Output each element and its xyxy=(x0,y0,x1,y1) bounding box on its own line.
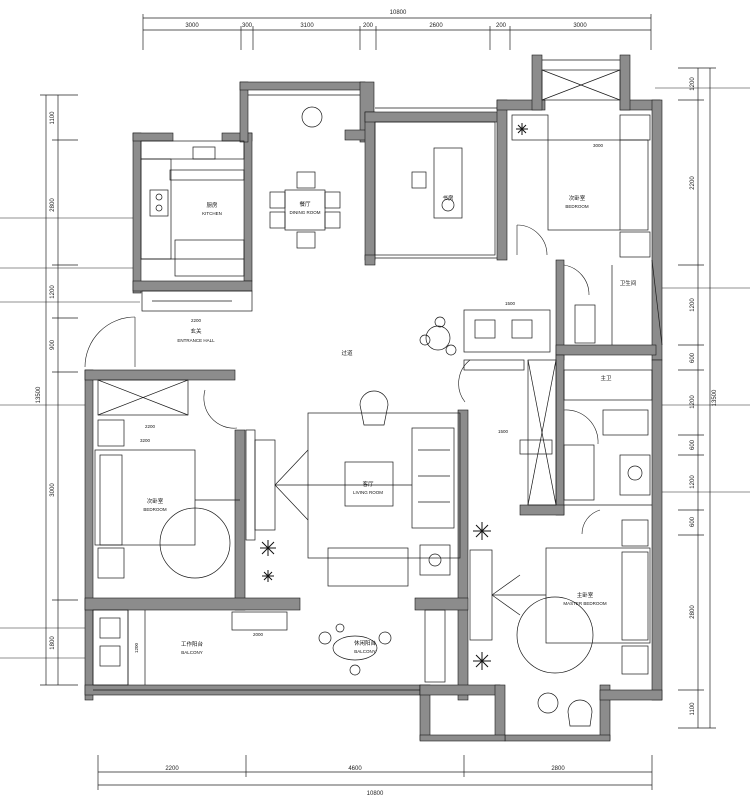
room-work-balcony-name: 工作阳台 xyxy=(181,640,204,648)
dim-top-overall: 10800 xyxy=(390,10,407,16)
room-bedroom-right-sub: BEDROOM xyxy=(565,204,589,209)
room-living-name: 客厅 xyxy=(362,480,374,488)
dim-left-overall: 13500 xyxy=(36,386,42,403)
dim-right-seg-5: 1200 xyxy=(690,395,696,409)
room-leisure-balcony-dim: 2000 xyxy=(253,632,264,637)
room-kitchen-dim: 2200 xyxy=(191,318,202,323)
dimension-right xyxy=(678,67,716,729)
room-dining-name: 餐厅 xyxy=(299,200,311,208)
dim-left-seg-4: 900 xyxy=(50,339,56,350)
room-master-bath-dim: 1500 xyxy=(498,429,509,434)
room-work-balcony-dim: 1200 xyxy=(134,642,139,653)
room-bedroom-left-sub: BEDROOM xyxy=(143,507,167,512)
dim-right-seg-7: 1200 xyxy=(690,475,696,489)
dim-bottom-seg-3: 2800 xyxy=(551,766,565,772)
room-bedroom-left-name: 次卧室 xyxy=(147,497,164,505)
dimension-top xyxy=(142,14,652,50)
dim-bottom-seg-2: 4600 xyxy=(348,766,362,772)
room-master-bedroom-sub: MASTER BEDROOM xyxy=(563,601,607,606)
room-entrance-name: 玄关 xyxy=(190,327,202,335)
dim-right-overall: 13500 xyxy=(712,389,718,406)
dim-right-seg-10: 1100 xyxy=(690,702,696,716)
room-guest-bath-dim: 1500 xyxy=(505,301,516,306)
dim-bottom-seg-1: 2200 xyxy=(165,766,179,772)
dim-left-seg-5: 3000 xyxy=(50,483,56,497)
dim-left-seg-1: 1100 xyxy=(50,111,56,125)
room-master-bedroom-name: 主卧室 xyxy=(577,591,594,599)
room-entrance-dim: 2200 xyxy=(145,424,156,429)
dimension-left xyxy=(40,94,78,686)
dim-top-seg-7: 3000 xyxy=(573,23,587,29)
room-entrance-sub: ENTRANCE HALL xyxy=(177,338,215,343)
room-bedroom-right-name: 次卧室 xyxy=(569,194,586,202)
dim-right-seg-3: 1200 xyxy=(690,298,696,312)
axis-lines xyxy=(0,87,750,659)
room-master-bath-name: 主卫 xyxy=(600,374,612,382)
room-hall-name: 过道 xyxy=(341,349,353,357)
dim-left-seg-6: 1800 xyxy=(50,636,56,650)
dim-top-seg-2: 300 xyxy=(242,23,253,29)
room-bedroom-right-dim: 3000 xyxy=(593,143,604,148)
dim-right-seg-4: 600 xyxy=(690,352,696,363)
dim-left-seg-2: 2800 xyxy=(50,198,56,212)
dim-right-seg-6: 600 xyxy=(690,439,696,450)
room-leisure-balcony-name: 休闲阳台 xyxy=(354,639,377,647)
dim-right-seg-1: 1200 xyxy=(690,77,696,91)
room-study-name: 书房 xyxy=(442,194,454,202)
dim-top-seg-1: 3000 xyxy=(185,23,199,29)
plant-icons xyxy=(260,123,528,670)
room-leisure-balcony-sub: BALCONY xyxy=(354,649,376,654)
room-dining-sub: DINING ROOM xyxy=(290,210,321,215)
room-work-balcony-sub: BALCONY xyxy=(181,650,203,655)
room-kitchen-name: 厨房 xyxy=(206,201,218,209)
dim-top-seg-4: 200 xyxy=(363,23,374,29)
room-kitchen-sub: KITCHEN xyxy=(202,211,222,216)
dim-bottom-overall: 10800 xyxy=(367,791,384,797)
room-bedroom-left-dim: 3200 xyxy=(140,438,151,443)
dim-top-seg-5: 2600 xyxy=(429,23,443,29)
room-living-sub: LIVING ROOM xyxy=(353,490,383,495)
dim-right-seg-2: 2200 xyxy=(690,176,696,190)
room-guest-bath-name: 卫生间 xyxy=(620,279,637,287)
outlines xyxy=(92,59,663,727)
dimension-bottom xyxy=(97,755,653,790)
dim-left-seg-3: 1200 xyxy=(50,285,56,299)
dim-top-seg-6: 200 xyxy=(496,23,507,29)
dim-right-seg-8: 600 xyxy=(690,516,696,527)
dim-right-seg-9: 2800 xyxy=(690,605,696,619)
door-swings xyxy=(84,224,601,535)
dim-top-seg-3: 3100 xyxy=(300,23,314,29)
walls xyxy=(84,54,663,742)
